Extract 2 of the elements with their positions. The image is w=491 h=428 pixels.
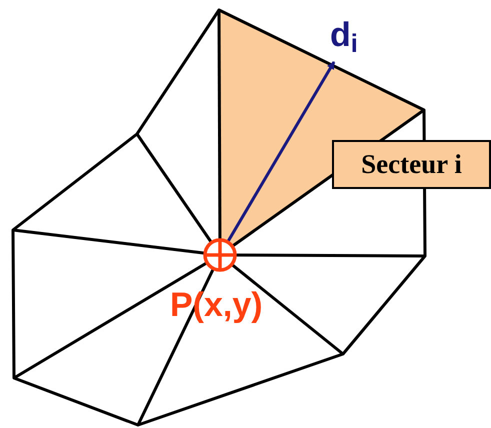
distance-label: d$_{i}$ bbox=[330, 18, 358, 52]
sector-label-box: Secteur i bbox=[332, 140, 491, 189]
